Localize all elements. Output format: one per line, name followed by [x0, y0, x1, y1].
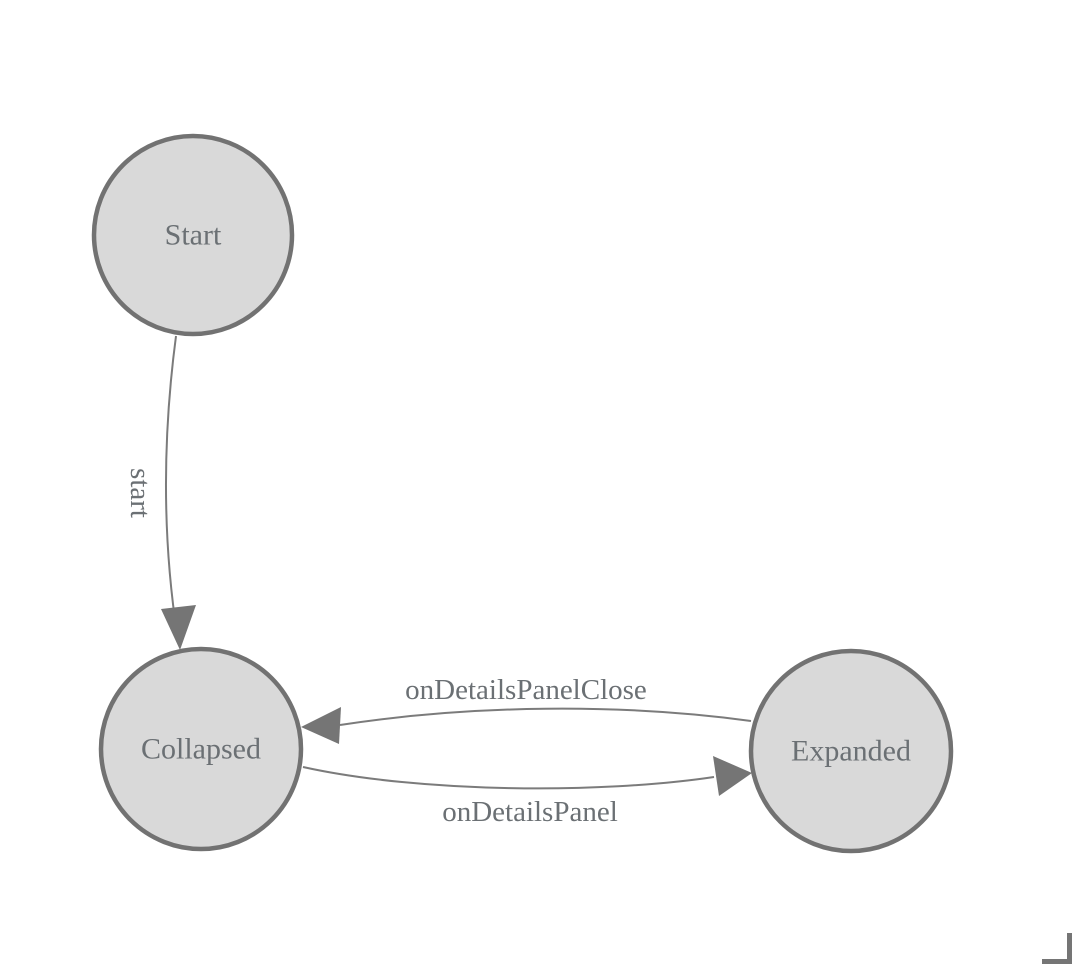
edge-expanded-to-collapsed: onDetailsPanelClose	[301, 674, 752, 744]
state-node-collapsed-circle[interactable]	[98, 646, 304, 852]
edge-line-ondetailspanel	[302, 766, 715, 790]
state-node-start-label: Start	[165, 219, 222, 252]
state-node-collapsed[interactable]: Collapsed	[98, 646, 304, 852]
arrowhead-left-icon	[301, 707, 341, 744]
arrowhead-right-icon	[713, 756, 752, 796]
state-node-start[interactable]: Start	[91, 133, 295, 337]
edge-label-start: start	[124, 468, 156, 518]
edge-line-ondetailspanelclose	[339, 707, 752, 726]
state-node-expanded[interactable]: Expanded	[748, 648, 954, 854]
state-node-collapsed-label: Collapsed	[141, 733, 261, 766]
edge-label-ondetailspanel: onDetailsPanel	[442, 796, 618, 828]
state-node-start-circle[interactable]	[91, 133, 295, 337]
arrowhead-down-icon	[161, 605, 196, 650]
edge-start-to-collapsed: start	[124, 335, 196, 650]
state-node-expanded-label: Expanded	[791, 735, 911, 768]
edge-label-ondetailspanelclose: onDetailsPanelClose	[405, 674, 647, 706]
edge-line-start	[165, 335, 179, 641]
resize-handle-icon[interactable]	[1042, 933, 1072, 964]
state-node-expanded-circle[interactable]	[748, 648, 954, 854]
edge-collapsed-to-expanded: onDetailsPanel	[302, 756, 752, 828]
